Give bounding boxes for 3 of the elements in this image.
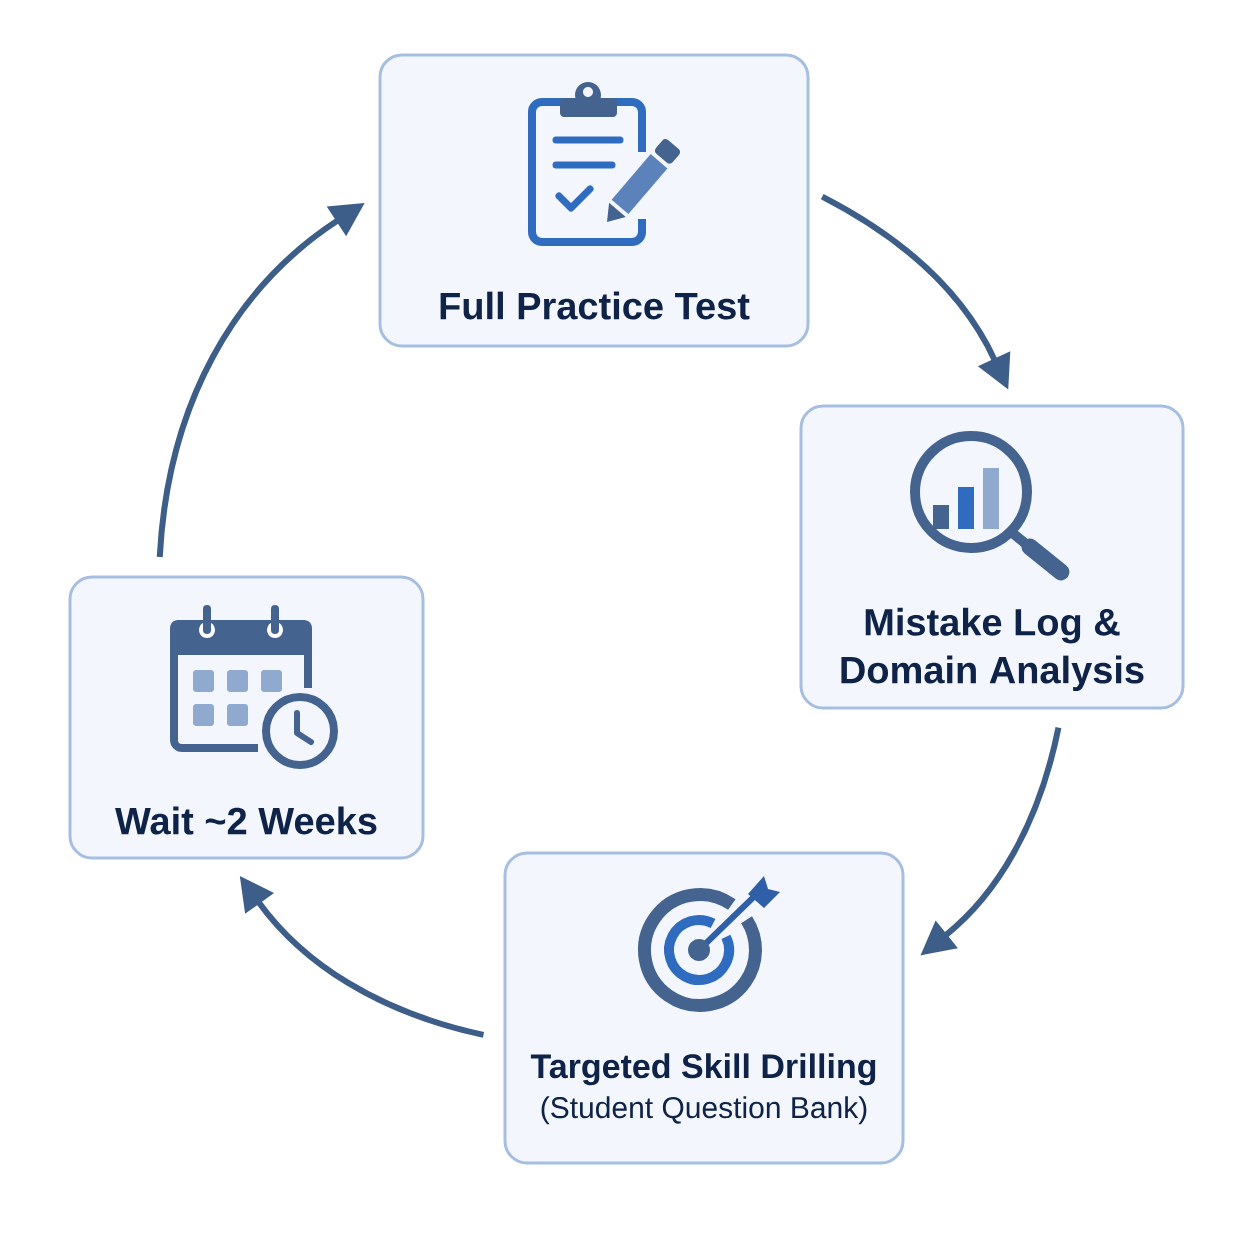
process-box: Full Practice Test (378, 53, 810, 348)
process-box: Mistake Log & Domain Analysis (799, 404, 1185, 710)
process-box: Targeted Skill Drilling (Student Question Bank) (503, 851, 905, 1165)
